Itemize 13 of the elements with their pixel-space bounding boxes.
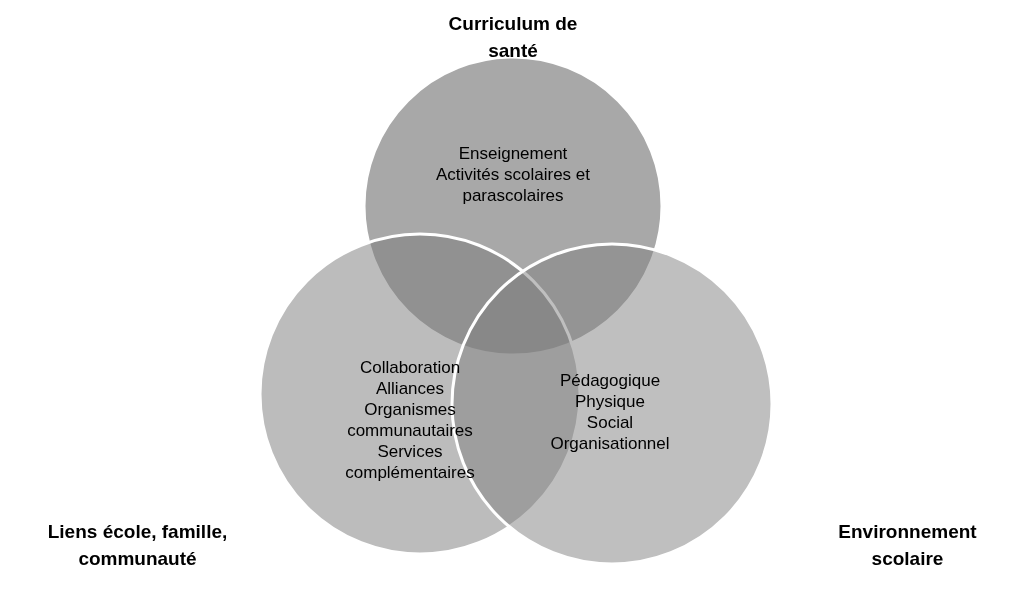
item-text: Services complémentaires xyxy=(344,441,476,483)
item-text: Pédagogique xyxy=(559,370,661,391)
item-text: Organismes communautaires xyxy=(346,399,474,441)
item-text: Collaboration xyxy=(359,357,461,378)
item-text: Physique xyxy=(575,391,645,412)
circle-heading: Curriculum de santé xyxy=(448,12,578,63)
item-text: Social xyxy=(586,412,634,433)
circle-heading: Environnement scolaire xyxy=(837,520,978,571)
item-text: Activités scolaires et parascolaires xyxy=(435,164,591,206)
circle-heading: Liens école, famille, communauté xyxy=(46,520,229,571)
item-text: Alliances xyxy=(375,378,444,399)
item-text: Organisationnel xyxy=(550,433,670,454)
item-text: Enseignement xyxy=(458,143,568,164)
